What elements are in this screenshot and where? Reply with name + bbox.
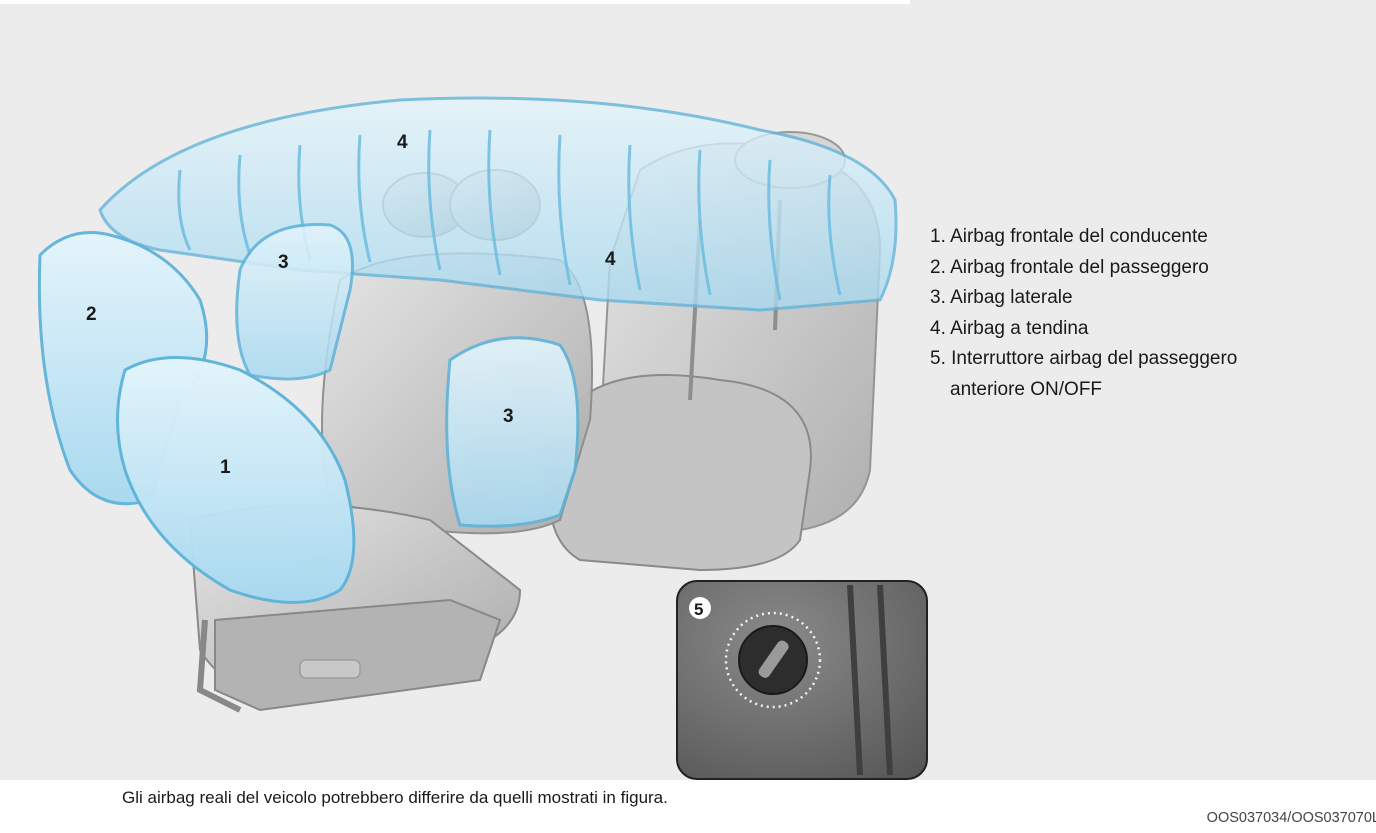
label-3-lower: 3 [503, 406, 514, 427]
figure-caption: Gli airbag reali del veicolo potrebbero … [122, 788, 668, 808]
label-2: 2 [86, 304, 97, 325]
side-airbag-passenger [447, 338, 578, 527]
legend-item-5-continued: anteriore ON/OFF [930, 375, 1370, 406]
label-3-upper: 3 [278, 252, 289, 273]
legend-item-2: 2. Airbag frontale del passeggero [930, 253, 1370, 284]
front-airbag-driver [118, 358, 354, 603]
label-4-upper: 4 [397, 132, 408, 153]
legend-item-5: 5. Interruttore airbag del passeggero [930, 344, 1370, 375]
switch-inset: 5 [677, 581, 927, 779]
label-1: 1 [220, 457, 231, 478]
legend-item-1: 1. Airbag frontale del conducente [930, 222, 1370, 253]
label-4-right: 4 [605, 249, 616, 270]
airbag-illustration: 1 2 3 3 4 4 5 [0, 0, 930, 780]
figure-code: OOS037034/OOS037070L [1207, 810, 1376, 826]
legend-list: 1. Airbag frontale del conducente 2. Air… [930, 222, 1370, 405]
legend-item-4: 4. Airbag a tendina [930, 314, 1370, 345]
curtain-airbag [100, 98, 896, 310]
legend-item-3: 3. Airbag laterale [930, 283, 1370, 314]
label-5: 5 [694, 600, 703, 619]
